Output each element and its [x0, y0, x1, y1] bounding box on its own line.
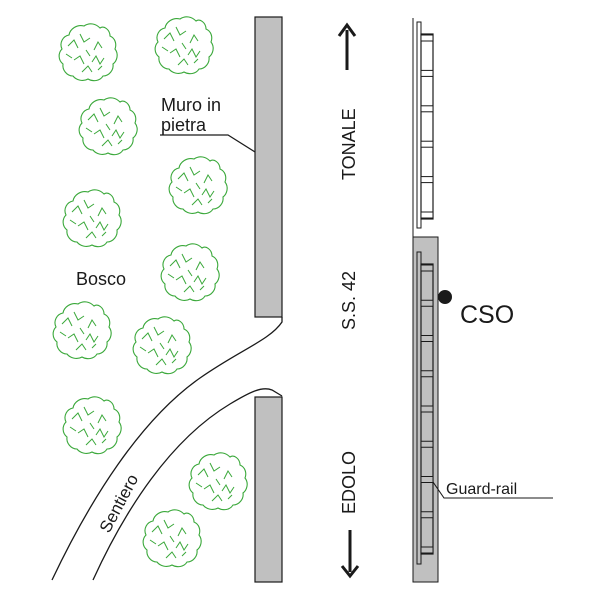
tree-icon: [132, 316, 192, 375]
direction-label-tonale: TONALE: [339, 108, 359, 180]
guard-rail-post: [420, 511, 434, 519]
tree-icon: [62, 396, 122, 455]
tree-icon: [58, 23, 118, 82]
guard-rail-post: [420, 299, 434, 307]
direction-label-edolo: EDOLO: [339, 451, 359, 514]
guard-rail-upper: [416, 21, 434, 229]
guard-rail-post: [420, 370, 434, 378]
guard-rail-post: [420, 335, 434, 342]
wall-label-leader: [160, 134, 256, 153]
path-label: Sentiero: [96, 471, 143, 536]
guard-rail-post: [420, 211, 434, 219]
tree-icon: [154, 16, 214, 75]
tree-icon: [62, 189, 122, 248]
guard-rail-lower: [416, 251, 434, 565]
guard-rail-post: [420, 140, 434, 148]
tree-icon: [142, 509, 202, 568]
tree-icon: [160, 243, 220, 302]
wall-label-line1: Muro in: [161, 95, 221, 115]
stone-wall-upper: [254, 16, 283, 318]
guard-rail-label: Guard-rail: [446, 481, 517, 498]
tree-icon: [188, 452, 248, 511]
guard-rail-post: [420, 34, 434, 42]
path-edge-upper: [51, 317, 283, 581]
guard-rail-post: [420, 405, 434, 413]
forest-label: Bosco: [76, 269, 126, 289]
tree-icon: [78, 97, 138, 156]
tree-icon: [52, 301, 112, 360]
tree-icon: [168, 156, 228, 215]
guard-rail-post: [420, 546, 434, 554]
guard-rail-label-leader: [432, 481, 553, 499]
stone-wall-lower: [254, 396, 283, 583]
wall-label-line2: pietra: [161, 115, 207, 135]
guard-rail-post: [420, 440, 434, 448]
guard-rail-post: [420, 69, 434, 77]
guard-rail-post: [420, 264, 434, 272]
guard-rail-post: [420, 105, 434, 113]
arrow-down-icon: [340, 530, 360, 579]
cso-sensor-marker: [438, 290, 452, 304]
guard-rail-post: [420, 476, 434, 483]
path-edge-lower: [92, 388, 283, 581]
guard-rail-post: [420, 176, 434, 184]
road-name-label: S.S. 42: [339, 271, 359, 330]
cso-label: CSO: [460, 301, 514, 329]
arrow-up-icon: [337, 22, 357, 70]
